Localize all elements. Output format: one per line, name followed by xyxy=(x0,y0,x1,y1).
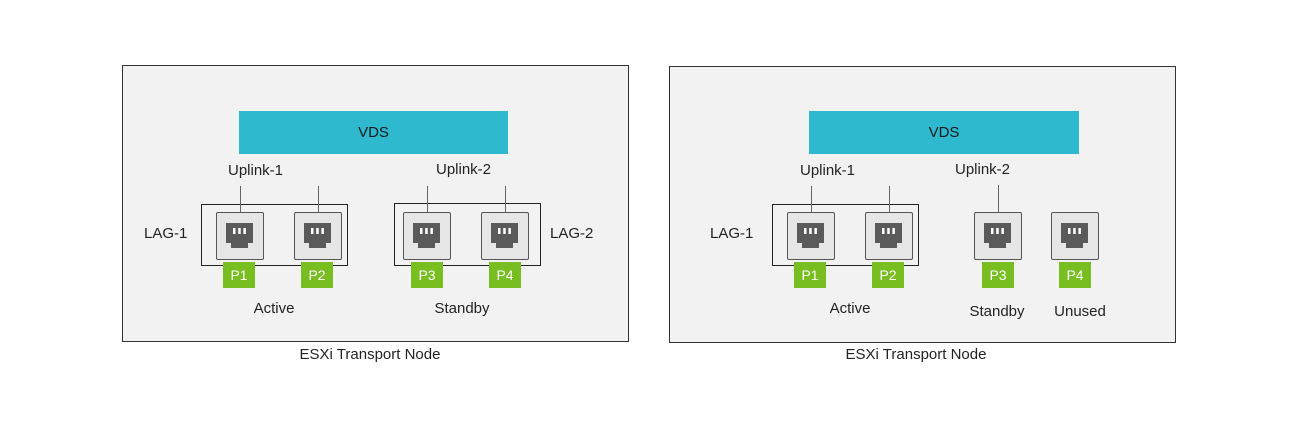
port-label: P2 xyxy=(879,267,897,283)
state-active-label: Active xyxy=(829,300,871,317)
port-tag-p4: P4 xyxy=(1059,262,1091,288)
state-unused-label: Unused xyxy=(1054,303,1106,320)
uplink-wire xyxy=(318,186,319,212)
port-label: P1 xyxy=(801,267,819,283)
port-label: P4 xyxy=(1066,267,1084,283)
port-label: P1 xyxy=(230,267,248,283)
port-label: P3 xyxy=(989,267,1007,283)
uplink-2-label: Uplink-2 xyxy=(955,161,1011,178)
port-tag-p1: P1 xyxy=(794,262,826,288)
state-active-label: Active xyxy=(253,300,295,317)
lag-1-box xyxy=(201,204,348,266)
vds-bar-right: VDS xyxy=(809,111,1079,154)
ethernet-port-icon xyxy=(216,212,264,260)
vds-bar-left: VDS xyxy=(239,111,508,154)
uplink-1-label: Uplink-1 xyxy=(800,162,856,179)
ethernet-port-icon xyxy=(974,212,1022,260)
lag-2-label: LAG-2 xyxy=(550,225,594,242)
uplink-wire xyxy=(505,186,506,212)
port-label: P3 xyxy=(418,267,436,283)
state-standby-label: Standby xyxy=(434,300,490,317)
ethernet-port-icon xyxy=(294,212,342,260)
ethernet-port-icon xyxy=(403,212,451,260)
node-caption: ESXi Transport Node xyxy=(845,346,987,363)
port-tag-p2: P2 xyxy=(872,262,904,288)
uplink-wire xyxy=(998,185,999,212)
lag-1-box xyxy=(772,204,919,266)
state-standby-label: Standby xyxy=(969,303,1025,320)
ethernet-port-icon xyxy=(865,212,913,260)
esxi-node-box-right xyxy=(669,66,1176,343)
uplink-wire xyxy=(811,186,812,212)
lag-1-label: LAG-1 xyxy=(144,225,188,242)
lag-1-label: LAG-1 xyxy=(710,225,754,242)
ethernet-port-icon xyxy=(1051,212,1099,260)
port-label: P4 xyxy=(496,267,514,283)
ethernet-port-icon xyxy=(787,212,835,260)
port-tag-p3: P3 xyxy=(411,262,443,288)
lag-2-box xyxy=(394,203,541,266)
port-tag-p3: P3 xyxy=(982,262,1014,288)
uplink-wire xyxy=(889,186,890,212)
port-label: P2 xyxy=(308,267,326,283)
vds-label: VDS xyxy=(358,124,389,141)
node-caption: ESXi Transport Node xyxy=(299,346,441,363)
uplink-1-label: Uplink-1 xyxy=(228,162,284,179)
ethernet-port-icon xyxy=(481,212,529,260)
port-tag-p4: P4 xyxy=(489,262,521,288)
esxi-node-box-left xyxy=(122,65,629,342)
uplink-2-label: Uplink-2 xyxy=(436,161,492,178)
uplink-wire xyxy=(427,186,428,212)
port-tag-p1: P1 xyxy=(223,262,255,288)
uplink-wire xyxy=(240,186,241,212)
vds-label: VDS xyxy=(928,124,960,141)
port-tag-p2: P2 xyxy=(301,262,333,288)
